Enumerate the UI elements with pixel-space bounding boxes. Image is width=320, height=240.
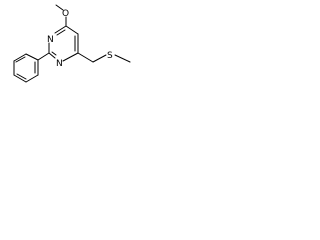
bond-s-methyl [114, 54, 131, 63]
atom-sulfur: S [107, 51, 113, 61]
bond-ph-4 [13, 74, 27, 83]
bond-c2-n1-double [51, 51, 57, 56]
atom-nitrogen-top: N [47, 35, 54, 45]
atom-nitrogen-bottom: N [56, 59, 63, 69]
bond-c4-n3 [54, 25, 67, 34]
bond-ph-double-2 [16, 73, 27, 80]
bond-ph-2 [13, 53, 27, 62]
bond-ph-double-1 [15, 56, 26, 63]
bond-c2-n1 [48, 52, 56, 59]
bond-c4-n3-double [56, 29, 66, 36]
bond-ph-1 [25, 53, 39, 61]
bond-ch2-s [92, 54, 107, 63]
bond-ph-5 [25, 74, 39, 83]
atom-oxygen: O [62, 9, 69, 19]
bond-n1-c6 [62, 52, 79, 62]
bond-c6-ch2 [77, 52, 94, 63]
bond-c5-c4 [65, 25, 79, 35]
bond-methyl-oxygen [55, 4, 64, 11]
structure-diagram: O N N S [13, 4, 131, 83]
bond-c2-phenyl [37, 52, 50, 61]
